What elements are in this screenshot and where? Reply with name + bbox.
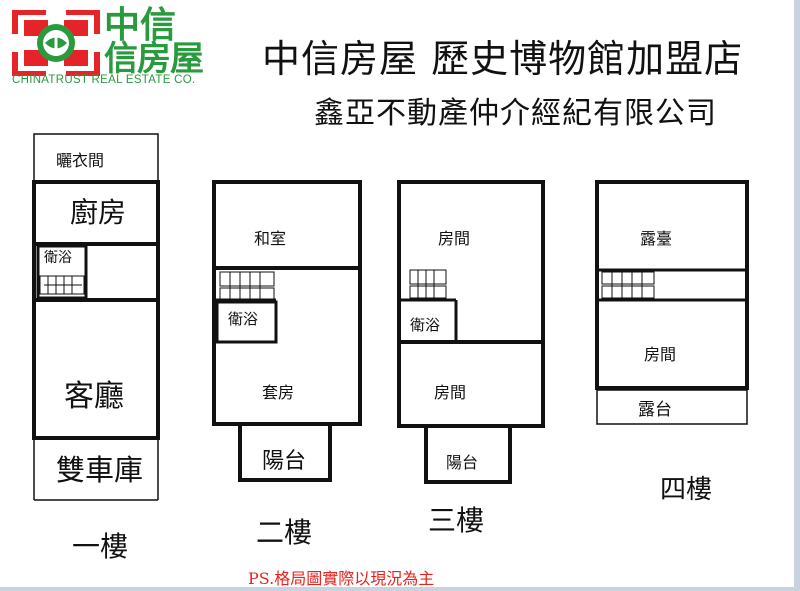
room-bottom: 房間 <box>434 383 466 402</box>
bath-wall <box>215 300 278 344</box>
brand-logo: 中信 信房屋 CHINATRUST REAL ESTATE CO. <box>12 5 224 88</box>
room-living: 客廳 <box>64 379 124 414</box>
bath-wall <box>36 244 88 300</box>
room-bath: 衛浴 <box>44 250 72 266</box>
room-bath: 衛浴 <box>228 310 258 328</box>
stairs-icon <box>601 271 655 299</box>
chinatrust-logo-icon <box>12 10 100 76</box>
balcony-wall <box>238 422 332 482</box>
room-suite: 套房 <box>262 383 294 402</box>
footer-note: PS.格局圖實際以現況為主 <box>248 569 435 588</box>
page-title: 中信房屋 歷史博物館加盟店 <box>262 37 744 81</box>
stairs-icon <box>219 271 275 301</box>
room-garage: 雙車庫 <box>56 453 143 487</box>
floor-1-label: 一樓 <box>72 530 128 563</box>
room-laundry: 曬衣間 <box>56 151 104 170</box>
room-balcony: 陽台 <box>446 453 478 472</box>
room-room: 房間 <box>644 345 676 364</box>
terrace-wall <box>596 389 748 425</box>
floor-4-outline <box>595 180 749 390</box>
floor-2-label: 二樓 <box>256 516 312 549</box>
room-top: 房間 <box>438 229 470 248</box>
room-kitchen: 廚房 <box>70 196 126 229</box>
brand-name-english: CHINATRUST REAL ESTATE CO. <box>12 74 196 86</box>
floor-1-outline <box>32 180 160 440</box>
room-terrace-bottom: 露台 <box>638 400 672 420</box>
floor-4-plan <box>595 180 749 425</box>
floor-2-plan <box>212 180 362 482</box>
floor-3-outline <box>397 180 545 428</box>
floor-1-plan <box>32 133 160 501</box>
room-japanese: 和室 <box>254 229 286 248</box>
brand-name-line1: 中信 <box>104 5 177 46</box>
stairs-icon <box>409 269 447 299</box>
floor-3-plan <box>397 180 545 484</box>
room-bath: 衛浴 <box>410 316 440 334</box>
room-terrace-top: 露臺 <box>640 229 672 248</box>
company-name: 鑫亞不動產仲介經紀有限公司 <box>314 96 717 131</box>
balcony-wall <box>424 424 512 484</box>
floor-4-label: 四樓 <box>660 475 712 505</box>
brand-name-line2: 信房屋 <box>104 39 204 79</box>
stairs-icon <box>39 275 85 295</box>
room-balcony: 陽台 <box>262 449 306 474</box>
floor-3-label: 三樓 <box>428 504 484 537</box>
